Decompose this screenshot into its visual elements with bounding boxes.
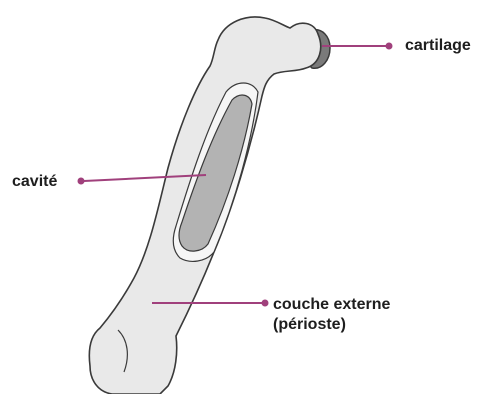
- label-couche-externe-line2: (périoste): [273, 315, 390, 335]
- leader-dot-cavite: [78, 178, 85, 185]
- label-cartilage: cartilage: [405, 36, 471, 56]
- label-couche-externe: couche externe (périoste): [273, 295, 390, 335]
- leader-dot-cartilage: [386, 43, 393, 50]
- label-cavite: cavité: [12, 172, 57, 192]
- leader-dot-couche-externe: [262, 300, 269, 307]
- label-couche-externe-line1: couche externe: [273, 295, 390, 315]
